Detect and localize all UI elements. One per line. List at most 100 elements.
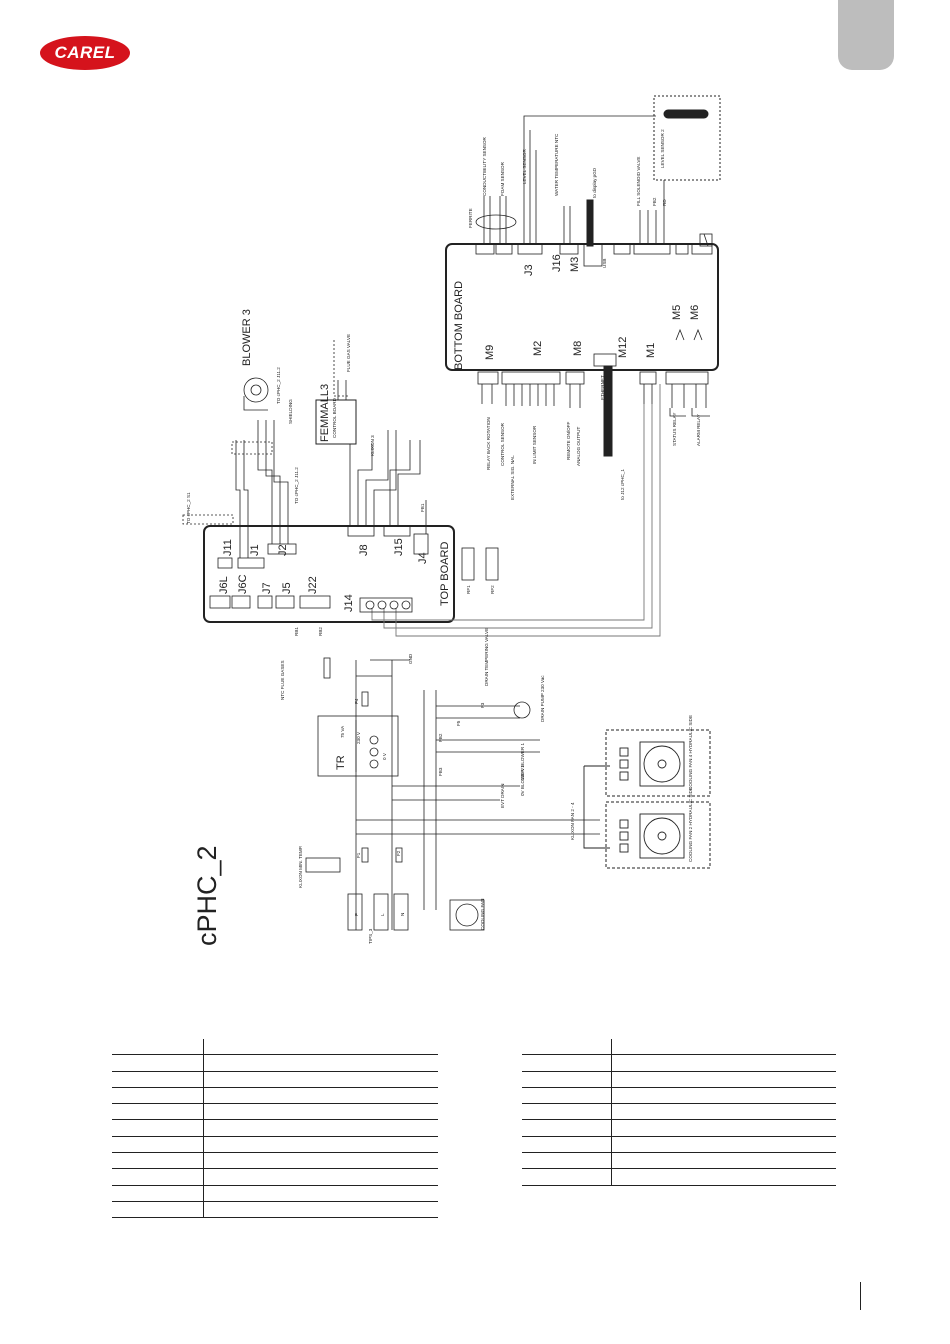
ethernet-cable [603,365,613,457]
bottom-board-label: BOTTOM BOARD [453,281,465,370]
table-cell-value [611,1087,836,1105]
femmall3-board [315,399,357,445]
label-to-display: to display pGD [592,167,597,198]
table-row [522,1054,836,1072]
table-row [522,1136,836,1154]
table-cell-value [611,1039,836,1056]
label-ferrite: FERRITE [468,208,473,228]
top-board-label: TOP BOARD [439,542,451,606]
carel-logo: CAREL [40,36,130,70]
label-fb2: FB2 [438,733,443,742]
table-cell-key [112,1136,204,1154]
label-drain-pump: DRAIN PUMP 230 Vac [540,675,545,722]
blower-wiring [231,377,289,558]
table-row [522,1039,836,1056]
table-row [112,1039,438,1056]
table-row [522,1119,836,1137]
table-cell-key [522,1071,612,1088]
table-cell-key [112,1054,204,1072]
label-drain-tempering: DRAIN TEMPERING VALVE [484,628,489,686]
label-conductibility: CONDUCTIBILITY SENSOR [482,136,487,196]
logo-text: CAREL [54,43,116,62]
cooling-fan-bottom [449,899,485,931]
label-external-signal: EXTERNAL SIG. NAL [510,455,515,500]
label-fill-valve: FILL SOLENOID VALVE [636,157,641,206]
rf-fuses [461,547,499,581]
control-board-wiring [333,340,427,534]
conn-m6: M6 [689,305,701,320]
level-sensor-2-box [653,95,721,181]
label-fb2-top: FB2 [652,197,657,206]
label-blower-3: BLOWER 3 [241,309,253,366]
conn-m12: M12 [617,337,629,358]
table-row [112,1168,438,1186]
table-row [112,1185,438,1202]
label-cooling-fan: COOLING FAN [480,899,485,930]
table-cell-value [611,1152,836,1170]
label-analog-output: ANALOG OUTPUT [576,426,581,466]
conn-m2: M2 [532,341,544,356]
table-cell-value [203,1185,438,1202]
top-board-connectors [182,514,429,613]
label-rf1: RF1 [466,585,471,594]
label-f1: F1 [356,852,361,858]
conn-m8: M8 [572,341,584,356]
table-cell-value [203,1168,438,1186]
table-cell-key [522,1087,612,1105]
top-sensor-wiring [475,115,665,244]
label-fb1: FB1 [420,503,425,512]
table-cell-value [611,1071,836,1088]
label-alarm-relay: ALARM RELAY [696,414,701,446]
table-cell-key [112,1087,204,1105]
label-in-limit: IN LIMIT SENSOR [532,425,537,464]
label-0v: 0 V [382,752,387,760]
label-f2: F2 [396,850,401,856]
table-row [112,1103,438,1121]
label-cooling-fan-4: COOLING FAN 4 HYDRAULIC SIDE [688,715,693,790]
conn-j7: J7 [261,582,273,594]
label-f5: F5 [456,720,461,726]
table-cell-value [611,1103,836,1121]
label-f3: F3 [480,702,485,708]
conn-j14: J14 [343,594,355,612]
label-water-ntc: WATER TEMPERATURE NTC [554,133,559,196]
label-klixon-3: KLIXON 3 [370,435,375,456]
conn-j15: J15 [393,538,405,556]
label-f4: F4 [354,698,359,704]
table-row [522,1168,836,1186]
table-cell-value [611,1054,836,1072]
conn-j8: J8 [358,544,370,556]
table-row [522,1087,836,1105]
table-cell-value [203,1201,438,1219]
table-cell-key [112,1103,204,1121]
spec-table-right [522,1039,836,1186]
table-cell-key [112,1071,204,1088]
table-cell-value [203,1119,438,1137]
label-foam-sensor: FOAM SENSOR [500,161,505,196]
conn-j5: J5 [281,582,293,594]
table-cell-value [611,1168,836,1186]
conn-j6l: J6L [218,576,230,594]
top-board-outline [203,525,455,623]
table-row [522,1103,836,1121]
terminal-l: L [380,913,385,916]
cooling-fan-2-box [605,801,711,869]
table-cell-value [203,1054,438,1072]
conn-j11: J11 [222,539,234,556]
table-cell-key [522,1168,612,1186]
usb-cable [586,199,594,247]
conn-j2: J2 [277,544,289,556]
relay-contacts [675,328,703,341]
table-cell-key [522,1054,612,1072]
label-remote-onoff: REMOTE ON/OFF [566,422,571,460]
table-row [112,1152,438,1170]
label-75va: 75 VA [340,725,345,738]
table-row [112,1071,438,1088]
label-control-sensor: CONTROL SENSOR [500,422,505,466]
spec-table-left [112,1039,438,1219]
diagram-title: cPHC_2 [192,845,222,946]
conn-j1: J1 [249,544,261,556]
table-cell-key [112,1201,204,1219]
bus-lines [371,384,661,637]
label-rd-top: RD [662,199,667,206]
